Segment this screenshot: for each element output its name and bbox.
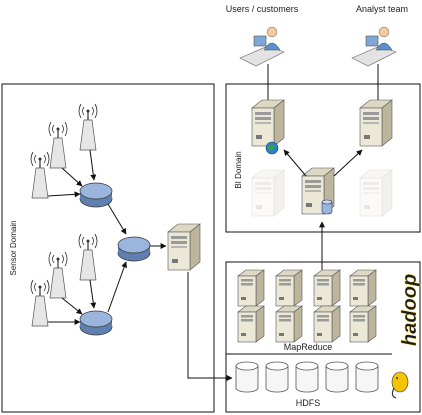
- antenna-icon: [30, 279, 50, 327]
- hadoop-node-icon: [275, 305, 303, 343]
- router-link-arrow: [107, 261, 127, 313]
- bi-domain-label: BI Domain: [234, 151, 243, 188]
- router-link-arrow: [107, 203, 127, 235]
- disk-cylinder-icon: [295, 361, 319, 393]
- antenna-icon: [78, 103, 98, 151]
- hadoop-node-icon: [275, 269, 303, 307]
- hadoop-node-icon: [237, 269, 265, 307]
- hdfs-label: HDFS: [296, 398, 321, 408]
- disk-cylinder-icon: [235, 361, 259, 393]
- sensor-domain-label: Sensor Domain: [9, 220, 18, 275]
- analyst-workstation-icon: [351, 26, 397, 67]
- hadoop-cluster-box: [225, 261, 421, 413]
- hadoop-node-icon: [313, 305, 341, 343]
- hadoop-wordmark: hadoop: [399, 274, 421, 346]
- hadoop-node-icon: [349, 269, 377, 307]
- analyst-server-icon: [359, 99, 393, 147]
- antenna-icon: [48, 121, 68, 169]
- hadoop-logo-icon: hadoop: [391, 274, 421, 399]
- web-server-icon: [251, 99, 285, 147]
- antenna-icon: [78, 233, 98, 281]
- user-workstation-icon: [239, 26, 285, 67]
- hadoop-node-icon: [349, 305, 377, 343]
- antenna-to-router-arrow: [89, 149, 97, 181]
- sensor-gateway-server-icon: [167, 223, 201, 271]
- disk-cylinder-icon: [265, 361, 289, 393]
- mapreduce-label: MapReduce: [284, 342, 333, 352]
- gateway-to-hdfs-arrow: [187, 272, 233, 381]
- bi-domain-box: [225, 83, 421, 233]
- antenna-to-router-arrow: [61, 167, 83, 187]
- router-icon: [79, 182, 113, 208]
- hadoop-node-icon: [313, 269, 341, 307]
- antenna-icon: [30, 151, 50, 199]
- sensor-domain-box: [1, 83, 215, 413]
- hdfs-disks: [235, 361, 379, 393]
- users-label: Users / customers: [226, 4, 299, 14]
- db-to-analyst-arrow: [333, 149, 363, 177]
- db-to-web-arrow: [283, 149, 307, 177]
- globe-icon: [265, 141, 279, 155]
- antenna-to-router-arrow: [61, 297, 83, 315]
- faded-server-icon: [359, 169, 393, 217]
- analyst-label: Analyst team: [356, 4, 408, 14]
- router-icon: [79, 310, 113, 336]
- database-icon: [321, 199, 333, 215]
- antenna-icon: [48, 251, 68, 299]
- disk-cylinder-icon: [355, 361, 379, 393]
- disk-cylinder-icon: [325, 361, 349, 393]
- antenna-to-router-arrow: [47, 191, 81, 198]
- mapreduce-nodes: [237, 269, 377, 343]
- antenna-to-router-arrow: [89, 279, 97, 309]
- faded-server-icon: [251, 169, 285, 217]
- hadoop-node-icon: [237, 305, 265, 343]
- router-icon: [117, 236, 151, 262]
